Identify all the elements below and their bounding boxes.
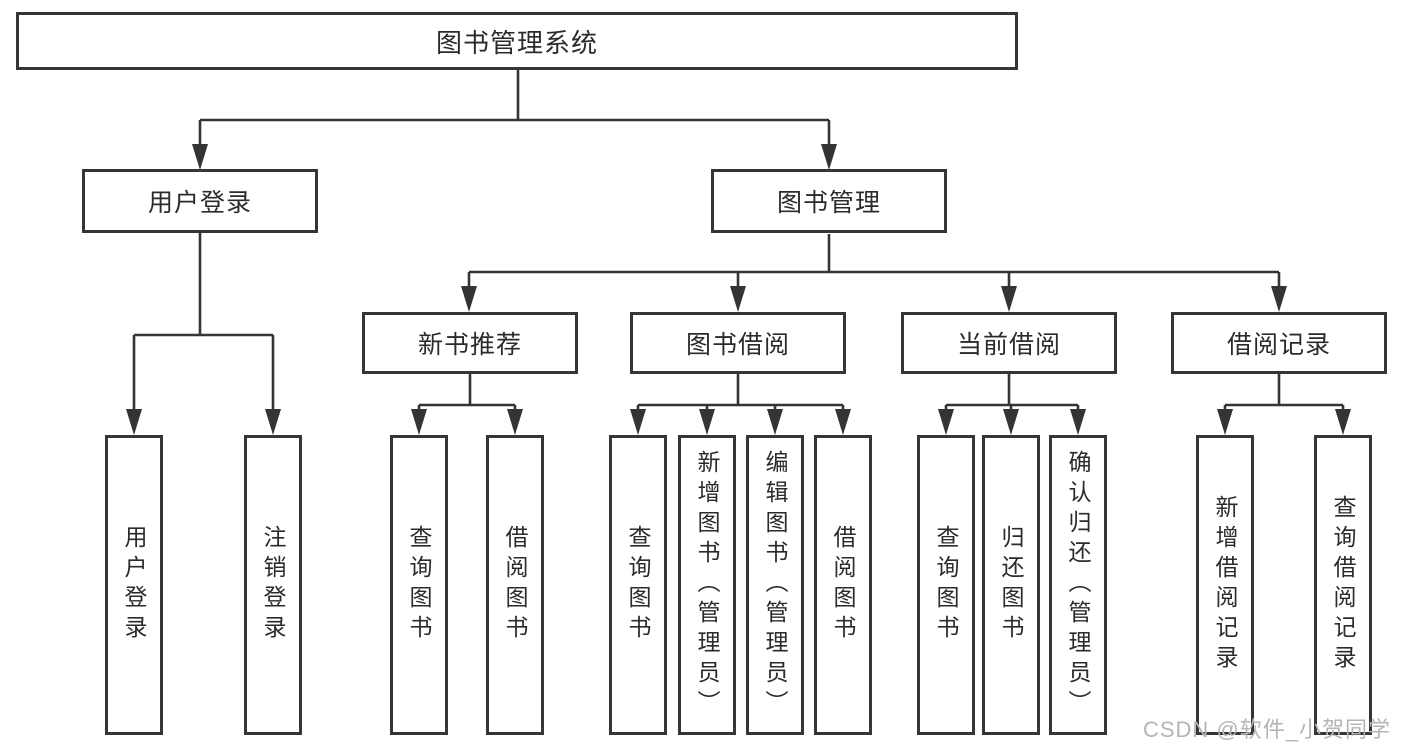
leaf-user-login: 用户登录 bbox=[105, 435, 163, 735]
connector-current-borrowing-to-leaves bbox=[938, 374, 1086, 435]
leaf-edit-books-admin: 编辑图书（管理员） bbox=[746, 435, 804, 735]
connector-book-management-to-level3 bbox=[461, 234, 1287, 312]
leaf-query-books-recommendation: 查询图书 bbox=[390, 435, 448, 735]
node-book-management: 图书管理 bbox=[711, 169, 947, 233]
leaf-confirm-return-admin: 确认归还（管理员） bbox=[1049, 435, 1107, 735]
connector-new-book-recommendation-to-leaves bbox=[411, 374, 523, 435]
leaf-query-books-borrowing: 查询图书 bbox=[609, 435, 667, 735]
node-library-management-system: 图书管理系统 bbox=[16, 12, 1018, 70]
leaf-query-borrow-record: 查询借阅记录 bbox=[1314, 435, 1372, 735]
node-book-borrowing: 图书借阅 bbox=[630, 312, 846, 374]
csdn-watermark: CSDN @软件_小贺同学 bbox=[1142, 717, 1391, 742]
connector-root-to-level2 bbox=[192, 70, 837, 170]
connector-borrowing-records-to-leaves bbox=[1217, 374, 1351, 435]
node-borrowing-records: 借阅记录 bbox=[1171, 312, 1387, 374]
leaf-return-books: 归还图书 bbox=[982, 435, 1040, 735]
node-new-book-recommendation: 新书推荐 bbox=[362, 312, 578, 374]
leaf-query-books-current: 查询图书 bbox=[917, 435, 975, 735]
leaf-add-books-admin: 新增图书（管理员） bbox=[678, 435, 736, 735]
connector-book-borrowing-to-leaves bbox=[630, 374, 851, 435]
leaf-borrow-books-borrowing: 借阅图书 bbox=[814, 435, 872, 735]
node-current-borrowing: 当前借阅 bbox=[901, 312, 1117, 374]
leaf-add-borrow-record: 新增借阅记录 bbox=[1196, 435, 1254, 735]
node-user-login: 用户登录 bbox=[82, 169, 318, 233]
leaf-logout: 注销登录 bbox=[244, 435, 302, 735]
connector-user-login-to-leaves bbox=[126, 233, 281, 435]
leaf-borrow-books-recommendation: 借阅图书 bbox=[486, 435, 544, 735]
